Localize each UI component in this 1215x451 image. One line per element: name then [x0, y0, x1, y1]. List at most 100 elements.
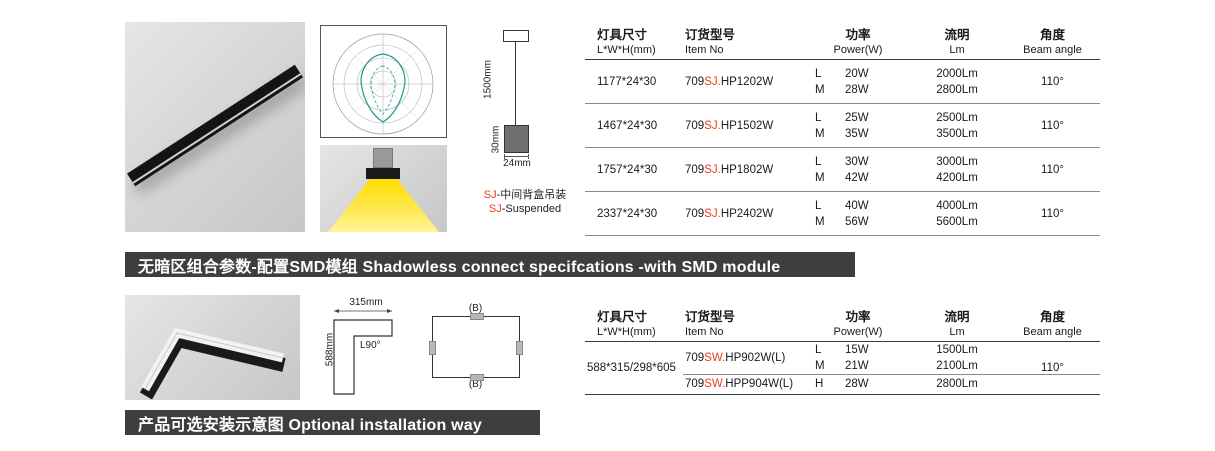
suspension-caption: SJ-中间背盒吊装 SJ-Suspended: [435, 188, 615, 216]
dim-tick-left: [504, 154, 505, 159]
item-no-series: SJ.: [704, 163, 721, 176]
caption-en-text: -Suspended: [501, 203, 562, 215]
header-size-cn: 灯具尺寸: [597, 310, 648, 324]
item-no-prefix: 709: [685, 119, 705, 132]
beam-angle: 110°: [1041, 163, 1064, 176]
item-no-prefix: 709: [685, 352, 705, 364]
lumen-values: 2000Lm 2800Lm: [909, 68, 1005, 96]
connector-tab-bottom: [469, 374, 484, 381]
dim-label-24mm: 24mm: [503, 158, 531, 169]
item-no-model: HP1802W: [720, 163, 774, 176]
lumen-value: 3000Lm: [936, 155, 978, 168]
connector-tab-top: [469, 313, 484, 320]
header-item-cn: 订货型号: [685, 310, 736, 324]
header-power-en: Power(W): [833, 326, 883, 338]
header-lumen-cn: 流明: [944, 28, 970, 42]
connector-tab-left: [428, 341, 436, 355]
item-no: 709SJ.HP1502W: [683, 120, 807, 132]
photometric-diagram: [320, 25, 447, 138]
header-lumen: 流明 Lm: [909, 24, 1005, 56]
header-lumen-en: Lm: [949, 326, 965, 338]
fixture-block: [366, 168, 400, 179]
ceiling-canopy: [503, 30, 529, 42]
lumen-value: 2000Lm: [936, 67, 978, 80]
header-item-en: Item No: [685, 44, 724, 56]
linear-fixture-image: [127, 64, 303, 187]
header-power-cn: 功率: [845, 310, 871, 324]
beam-photo: [320, 145, 447, 232]
item-no-model: HP2402W: [720, 207, 774, 220]
dim-line-24mm: [504, 156, 529, 157]
lumen-value: 3500Lm: [936, 127, 978, 140]
power-watt: 28W: [845, 378, 869, 390]
caption-cn-code: SJ: [483, 189, 497, 201]
product-photo-corner: [125, 295, 300, 400]
header-lumen-cn: 流明: [944, 310, 970, 324]
suspension-wire: [515, 42, 516, 125]
header-angle-en: Beam angle: [1023, 326, 1082, 338]
power-watt: 40W: [845, 199, 869, 212]
item-no-prefix: 709: [685, 207, 705, 220]
header-size: 灯具尺寸 L*W*H(mm): [585, 306, 683, 338]
table-header: 灯具尺寸 L*W*H(mm) 订货型号 Item No 功率 Power(W) …: [585, 24, 1100, 60]
power-watt: 15W: [845, 344, 869, 356]
lumen-value: 2800Lm: [936, 83, 978, 96]
item-no-prefix: 709: [685, 75, 705, 88]
header-power: 功率 Power(W): [807, 24, 909, 56]
dim-label-315mm: 315mm: [349, 297, 383, 308]
corner-fixture-image: [139, 327, 286, 400]
item-no: 709SJ.HP1202W: [683, 76, 807, 88]
section-banner-install: 产品可选安装示意图 Optional installation way: [125, 410, 540, 435]
lumen-value: 4000Lm: [936, 199, 978, 212]
item-no-prefix: 709: [685, 163, 705, 176]
header-lumen-en: Lm: [949, 44, 965, 56]
row-separator: [683, 374, 1100, 375]
section-banner-smd: 无暗区组合参数-配置SMD模组 Shadowless connect speci…: [125, 252, 855, 277]
header-angle: 角度 Beam angle: [1005, 24, 1100, 56]
mount-block: [373, 148, 393, 168]
item-no-series: SW.: [704, 378, 726, 390]
header-lumen: 流明 Lm: [909, 306, 1005, 338]
beam-angle: 110°: [1041, 119, 1064, 132]
caption-en-code: SJ: [488, 203, 502, 215]
caption-cn-text: -中间背盒吊装: [496, 189, 567, 201]
caption-cn: SJ-中间背盒吊装: [435, 188, 615, 202]
caption-en: SJ-Suspended: [435, 202, 615, 216]
header-power-cn: 功率: [845, 28, 871, 42]
header-size-en: L*W*H(mm): [597, 44, 656, 56]
header-angle-cn: 角度: [1039, 310, 1065, 324]
header-angle: 角度 Beam angle: [1005, 306, 1100, 338]
lumen-value: 4200Lm: [936, 171, 978, 184]
fixture-lens-line: [132, 73, 302, 184]
connector-tab-right: [515, 341, 523, 355]
lumen-values: 3000Lm 4200Lm: [909, 156, 1005, 184]
spec-table-corner: 灯具尺寸 L*W*H(mm) 订货型号 Item No 功率 Power(W) …: [585, 306, 1100, 395]
connector-diagram: (B) (B): [428, 303, 523, 395]
beam-angle: 110°: [1041, 207, 1064, 220]
lumen-value: 1500Lm: [936, 344, 978, 356]
header-power: 功率 Power(W): [807, 306, 909, 338]
item-no: 709SJ.HP1802W: [683, 164, 807, 176]
fixture-cross-section: [504, 125, 529, 153]
size-value: 2337*24*30: [597, 207, 658, 220]
table-header: 灯具尺寸 L*W*H(mm) 订货型号 Item No 功率 Power(W) …: [585, 306, 1100, 342]
power-level: M: [815, 215, 825, 228]
header-item-cn: 订货型号: [685, 28, 736, 42]
header-item-en: Item No: [685, 326, 724, 338]
item-no-series: SJ.: [704, 75, 721, 88]
dim-label-angle: L90°: [360, 340, 381, 351]
item-no-model: HP1502W: [720, 119, 774, 132]
connector-label-bottom: (B): [468, 379, 483, 390]
power-level: M: [815, 360, 825, 372]
power-level: L: [815, 111, 822, 124]
